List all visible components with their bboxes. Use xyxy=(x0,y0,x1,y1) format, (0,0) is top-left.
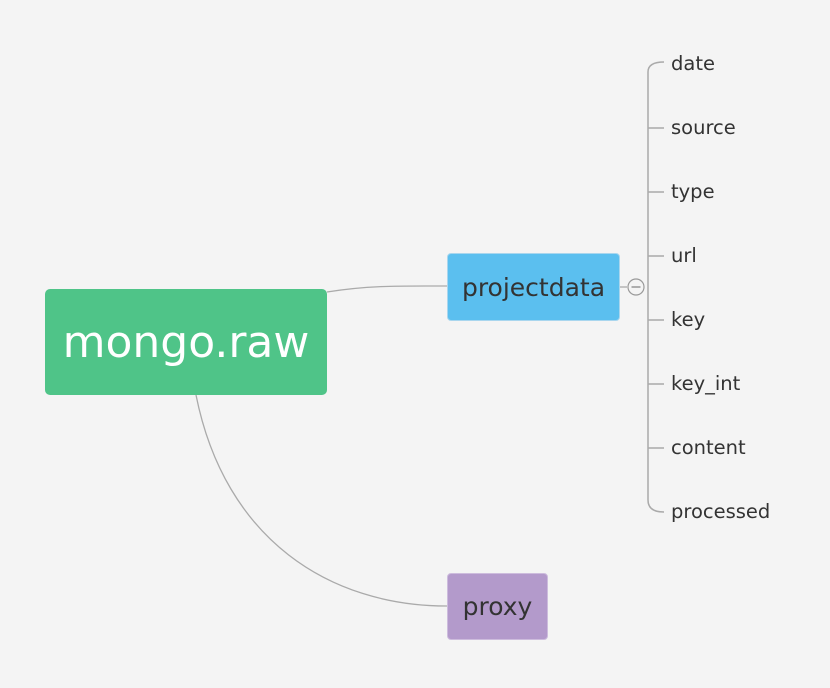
leaf-node-processed[interactable]: processed xyxy=(671,500,771,523)
branch-node-label: proxy xyxy=(462,592,533,621)
leaf-node-key-int[interactable]: key_int xyxy=(671,372,741,395)
leaf-node-content[interactable]: content xyxy=(671,436,746,459)
branch-node-projectdata[interactable]: projectdata xyxy=(447,253,620,321)
leaf-node-key[interactable]: key xyxy=(671,308,706,331)
root-node-label: mongo.raw xyxy=(62,316,310,368)
leaf-node-date[interactable]: date xyxy=(671,52,715,75)
leaf-node-type[interactable]: type xyxy=(671,180,715,203)
branch-node-proxy[interactable]: proxy xyxy=(447,573,548,640)
root-node[interactable]: mongo.raw xyxy=(45,289,327,395)
collapse-minus-icon[interactable] xyxy=(627,278,645,296)
connector-root-projectdata xyxy=(326,285,448,293)
connector-root-proxy xyxy=(195,394,448,607)
bracket-spine xyxy=(647,61,665,513)
leaf-node-source[interactable]: source xyxy=(671,116,736,139)
branch-node-label: projectdata xyxy=(461,272,606,302)
leaf-node-url[interactable]: url xyxy=(671,244,697,267)
